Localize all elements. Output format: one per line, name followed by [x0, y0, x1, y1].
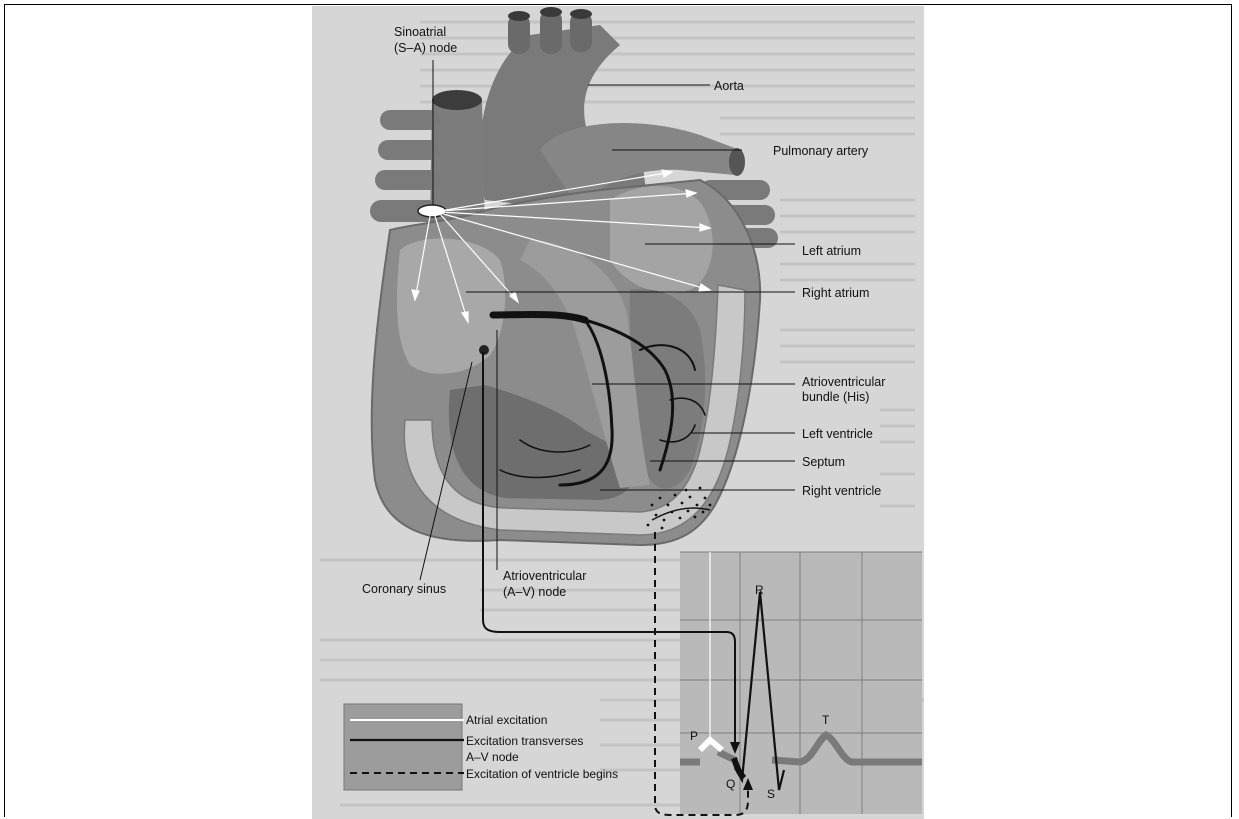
- left-ventricle-label: Left ventricle: [802, 427, 873, 441]
- left-atrium-chamber: [610, 186, 713, 293]
- septum-label: Septum: [802, 455, 845, 469]
- legend-av-label-line2: A–V node: [466, 750, 519, 764]
- av-bundle-label-line2: bundle (His): [802, 390, 869, 404]
- aorta-label: Aorta: [714, 79, 744, 93]
- sa-node-label-line2: (S–A) node: [394, 41, 457, 55]
- right-atrium-label: Right atrium: [802, 286, 869, 300]
- left-atrium-label: Left atrium: [802, 244, 861, 258]
- right-ventricle-label: Right ventricle: [802, 484, 881, 498]
- ecg-panel: [680, 552, 922, 814]
- pulmonary-artery-label: Pulmonary artery: [773, 144, 869, 158]
- sa-node-label-line1: Sinoatrial: [394, 25, 446, 39]
- ecg-t-label: T: [822, 713, 830, 727]
- legend-atrial-label: Atrial excitation: [466, 713, 547, 727]
- av-node-label-line2: (A–V) node: [503, 585, 566, 599]
- coronary-sinus-label: Coronary sinus: [362, 582, 446, 596]
- ecg-p-label: P: [690, 729, 698, 743]
- legend-av-label-line1: Excitation transverses: [466, 734, 583, 748]
- av-bundle-label-line1: Atrioventricular: [802, 375, 885, 389]
- ecg-s-label: S: [767, 787, 775, 801]
- ecg-r-label: R: [755, 583, 764, 597]
- legend-ventricle-label: Excitation of ventricle begins: [466, 767, 618, 781]
- ecg-q-label: Q: [726, 777, 735, 791]
- av-node-label-line1: Atrioventricular: [503, 569, 586, 583]
- right-atrium-chamber: [397, 239, 505, 374]
